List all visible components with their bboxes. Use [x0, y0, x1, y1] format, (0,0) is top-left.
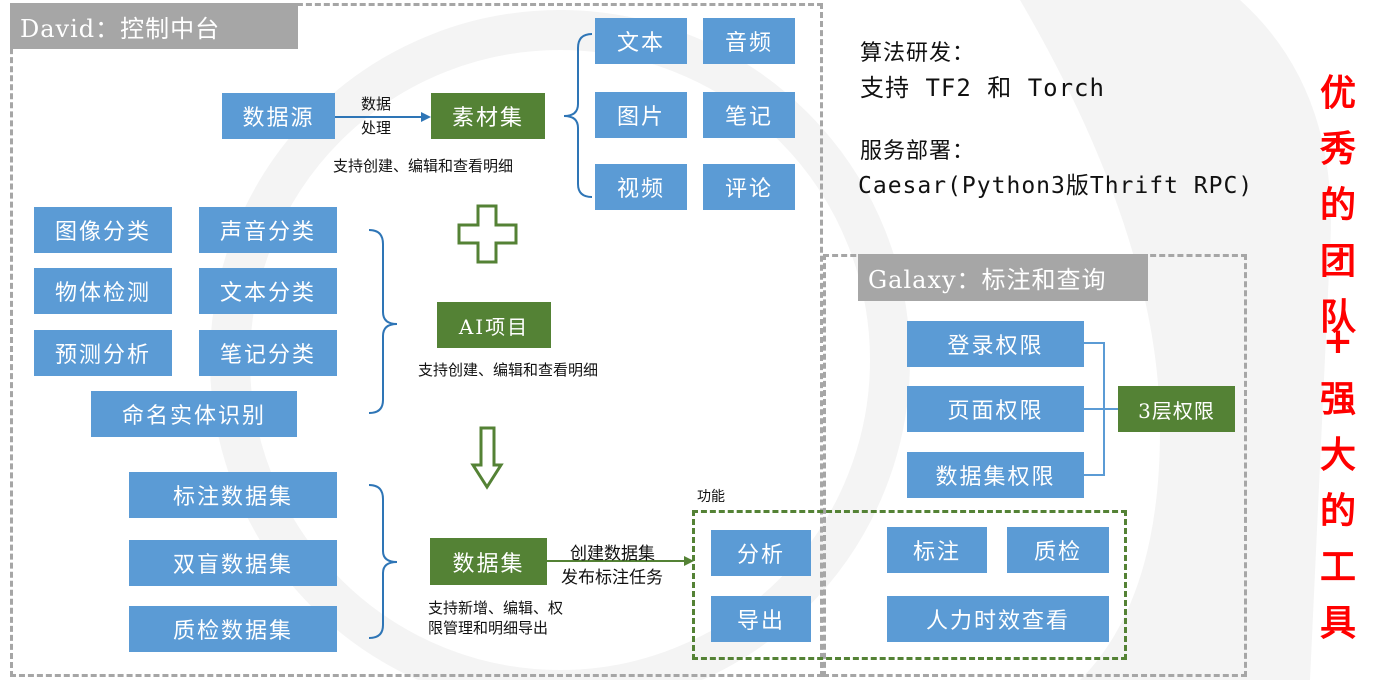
slogan-char: 大 [1319, 435, 1356, 476]
david-frame [10, 3, 823, 677]
material-set-box[interactable]: 素材集 [431, 93, 545, 139]
source-arrowhead [421, 112, 431, 122]
material-note: 支持创建、编辑和查看明细 [333, 157, 514, 175]
watermark-shape [1020, 0, 1331, 680]
dataset-note-2: 限管理和明细导出 [428, 619, 549, 637]
task-text-classification[interactable]: 文本分类 [199, 268, 337, 314]
function-analysis[interactable]: 分析 [711, 530, 811, 576]
slogan-char: 队 [1319, 297, 1356, 338]
algo-detail: 支持 TF2 和 Torch [860, 74, 1105, 102]
media-text[interactable]: 文本 [595, 18, 687, 64]
dataset-quality[interactable]: 质检数据集 [129, 606, 337, 652]
dataset-arrow-label-1: 创建数据集 [570, 544, 655, 564]
dataset-annotation[interactable]: 标注数据集 [129, 472, 337, 518]
media-comment[interactable]: 评论 [703, 164, 795, 210]
media-image[interactable]: 图片 [595, 92, 687, 138]
slogan-line-2: 强 大 的 工 具 [1308, 372, 1368, 652]
dataset-note-1: 支持新增、编辑、权 [428, 599, 564, 617]
ai-project-note: 支持创建、编辑和查看明细 [418, 361, 599, 379]
permission-page[interactable]: 页面权限 [907, 386, 1084, 432]
task-object-detection[interactable]: 物体检测 [34, 268, 172, 314]
ai-bracket [368, 229, 398, 414]
slogan-char: 秀 [1319, 129, 1356, 170]
function-export[interactable]: 导出 [711, 596, 811, 642]
slogan-char: 强 [1319, 379, 1356, 420]
david-title: David：控制中台 [10, 3, 298, 49]
task-prediction-analysis[interactable]: 预测分析 [34, 330, 172, 376]
deploy-title: 服务部署： [860, 139, 976, 164]
dataset-box[interactable]: 数据集 [430, 538, 547, 585]
dataset-double-blind[interactable]: 双盲数据集 [129, 540, 337, 586]
slogan-char: 工 [1319, 547, 1356, 588]
slogan-char: 优 [1319, 73, 1356, 114]
functions-title: 功能 [697, 489, 725, 505]
function-labor-efficiency[interactable]: 人力时效查看 [887, 596, 1109, 642]
plus-sign [457, 204, 518, 264]
task-note-classification[interactable]: 笔记分类 [199, 330, 337, 376]
process-label-1: 数据 [361, 95, 392, 113]
dataset-bracket [368, 484, 398, 639]
galaxy-title: Galaxy：标注和查询 [858, 254, 1148, 301]
media-video[interactable]: 视频 [595, 164, 687, 210]
permission-bracket [1084, 342, 1118, 476]
permission-summary[interactable]: 3层权限 [1118, 386, 1235, 432]
slogan-char: 具 [1319, 603, 1356, 644]
task-ner[interactable]: 命名实体识别 [91, 391, 297, 437]
slogan-char: 的 [1319, 185, 1356, 226]
media-note[interactable]: 笔记 [703, 92, 795, 138]
ai-project-box[interactable]: AI项目 [437, 302, 551, 348]
slogan-plus: + [1322, 321, 1354, 362]
permission-dataset[interactable]: 数据集权限 [907, 452, 1084, 498]
algo-title: 算法研发： [860, 41, 976, 66]
slogan-char: 的 [1319, 491, 1356, 532]
functions-frame [692, 510, 1127, 660]
function-annotation[interactable]: 标注 [887, 527, 987, 573]
process-label-2: 处理 [361, 119, 392, 137]
media-audio[interactable]: 音频 [703, 18, 795, 64]
task-audio-classification[interactable]: 声音分类 [199, 207, 337, 253]
data-source-box[interactable]: 数据源 [222, 93, 335, 139]
dataset-arrowhead [684, 556, 694, 566]
deploy-detail: Caesar(Python3版Thrift RPC) [858, 173, 1254, 199]
slogan-char: 团 [1319, 241, 1356, 282]
slogan-line-1: 优 秀 的 团 队 [1308, 66, 1368, 346]
down-arrow [470, 426, 504, 490]
permission-login[interactable]: 登录权限 [907, 321, 1084, 367]
media-bracket [563, 33, 593, 198]
function-quality-check[interactable]: 质检 [1007, 527, 1109, 573]
task-image-classification[interactable]: 图像分类 [34, 207, 172, 253]
dataset-arrow-label-2: 发布标注任务 [561, 568, 663, 588]
